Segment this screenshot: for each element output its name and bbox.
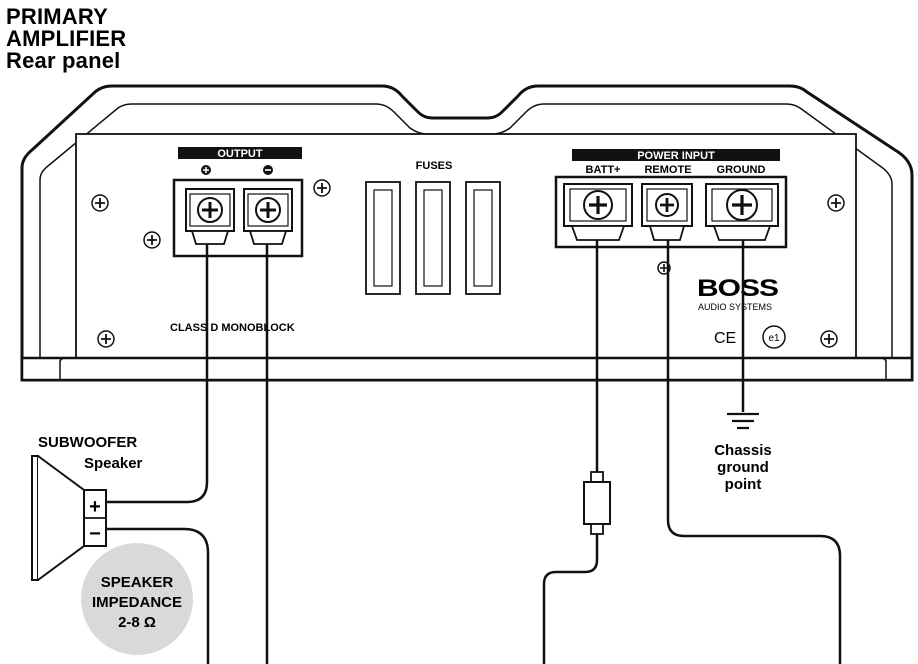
chassis-ground-line-3: point (725, 476, 762, 493)
class-d-monoblock-label: CLASS D MONOBLOCK (170, 322, 295, 334)
speaker-minus-wire (106, 527, 210, 664)
impedance-line-2: IMPEDANCE (92, 594, 182, 611)
output-minus-symbol (263, 165, 273, 175)
power-input-label-bar (572, 149, 780, 161)
remote-wire (666, 240, 842, 664)
speaker-terminal-block (83, 489, 107, 547)
output-plus-symbol (201, 165, 211, 175)
e1-mark: e1 (762, 325, 786, 349)
mounting-screw-icon (313, 179, 331, 197)
fuses-label: FUSES (416, 160, 453, 172)
title-line-2: AMPLIFIER (6, 26, 126, 51)
output-plus-terminal[interactable] (185, 188, 235, 245)
mounting-screw-icon (820, 330, 838, 348)
base-inner-tab (59, 357, 887, 380)
output-label: OUTPUT (217, 148, 263, 160)
ground-label: GROUND (717, 164, 766, 176)
svg-text:e1: e1 (768, 333, 780, 344)
power-input-label: POWER INPUT (637, 150, 715, 162)
title-line-3: Rear panel (6, 48, 121, 73)
batt-terminal[interactable] (563, 183, 633, 241)
ground-terminal[interactable] (705, 183, 779, 241)
boss-logo: BOSS (697, 274, 779, 301)
impedance-line-3: 2-8 Ω (118, 614, 156, 631)
remote-label: REMOTE (644, 164, 691, 176)
speaker-plus-terminal[interactable]: + (89, 496, 101, 518)
subwoofer-title: SUBWOOFER (38, 434, 137, 451)
remote-terminal[interactable] (641, 183, 693, 241)
subwoofer-subtitle: Speaker (84, 455, 143, 472)
chassis-ground-line-2: ground (717, 459, 769, 476)
fuse-2[interactable] (415, 181, 451, 295)
title-line-1: PRIMARY (6, 4, 108, 29)
mounting-screw-icon (97, 330, 115, 348)
ce-mark: CE (714, 330, 736, 347)
speaker-minus-terminal[interactable]: − (89, 523, 101, 545)
fuse-3[interactable] (465, 181, 501, 295)
mounting-screw-icon (827, 194, 845, 212)
output-minus-terminal[interactable] (243, 188, 293, 245)
subwoofer-speaker-icon (31, 455, 85, 581)
chassis-ground-line-1: Chassis (714, 442, 772, 459)
output-label-bar (178, 147, 302, 159)
mounting-screw-icon (143, 231, 161, 249)
batt-label: BATT+ (586, 164, 621, 176)
output-plus-wire (106, 244, 209, 504)
impedance-badge (81, 543, 193, 655)
ground-symbol-icon (727, 412, 759, 430)
boss-logo-subtitle: AUDIO SYSTEMS (698, 302, 772, 312)
batt-wire-lower (542, 534, 599, 664)
fuse-1[interactable] (365, 181, 401, 295)
impedance-line-1: SPEAKER (101, 574, 174, 591)
mounting-screw-icon (91, 194, 109, 212)
amplifier-base-strip (20, 356, 914, 382)
inline-fuse-holder (583, 471, 611, 535)
